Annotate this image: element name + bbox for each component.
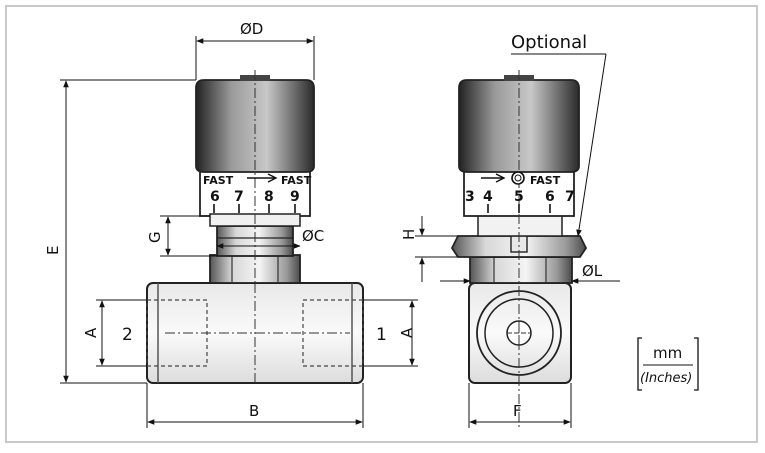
optional-label: Optional [511, 32, 587, 53]
dim-label-c: ØC [302, 227, 324, 245]
scale-number: 6 [545, 189, 555, 205]
port-label-2: 2 [122, 325, 133, 345]
scale-number: 4 [483, 189, 493, 205]
dim-label-l: ØL [582, 262, 603, 280]
dim-label-e: E [44, 246, 62, 255]
dim-label-a-left: A [82, 327, 100, 338]
dim-label-f: F [513, 402, 522, 420]
direction-arrow-icon [481, 173, 506, 183]
dim-label-a-right: A [398, 327, 416, 338]
dim-label-d: ØD [240, 20, 263, 38]
fast-label-left: FAST [203, 174, 234, 187]
scale-number: 7 [234, 189, 244, 205]
scale-number: 9 [290, 189, 300, 205]
drawing-frame [5, 5, 758, 443]
direction-arrow-icon [247, 173, 278, 183]
units-legend: mm (Inches) [637, 337, 699, 391]
indicator-ring-icon [511, 171, 525, 185]
fast-label-right: FAST [281, 174, 312, 187]
scale-number: 3 [465, 189, 475, 205]
right-view: FAST 3 4 5 6 7 Optional H ØL F [400, 32, 620, 430]
fast-label: FAST [530, 174, 561, 187]
scale-number: 5 [514, 189, 524, 205]
scale-number: 6 [210, 189, 220, 205]
port-label-1: 1 [376, 325, 387, 345]
left-view: FAST FAST 6 7 8 9 ØD E G ØC [44, 20, 418, 428]
scale-number: 8 [264, 189, 274, 205]
dim-label-h: H [400, 229, 418, 240]
scale-number: 7 [565, 189, 575, 205]
units-secondary: (Inches) [640, 371, 692, 386]
units-primary: mm [653, 344, 682, 362]
dim-label-b: B [249, 402, 259, 420]
dim-label-g: G [146, 231, 164, 243]
